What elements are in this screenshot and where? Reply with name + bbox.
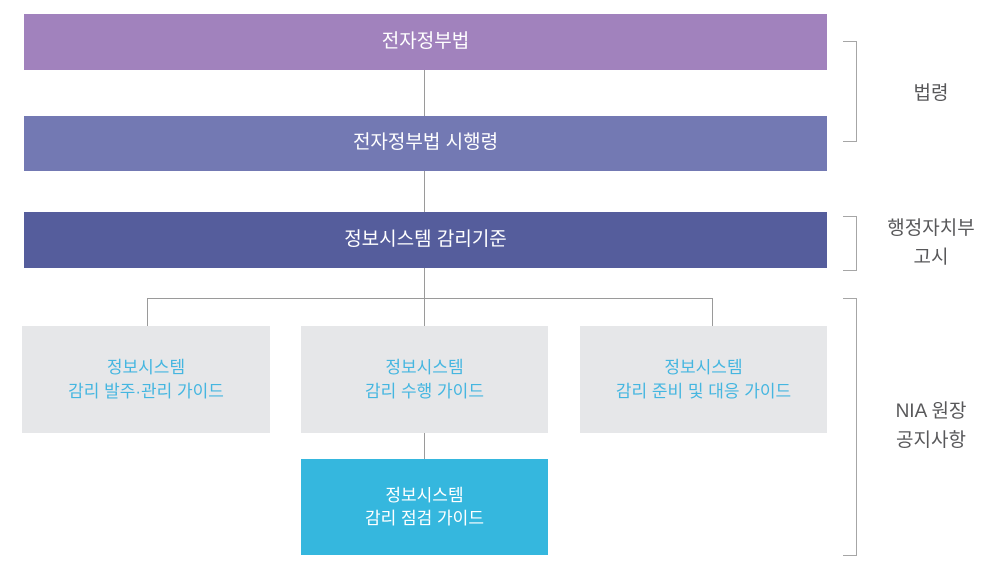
- node-egov-law[interactable]: 전자정부법: [24, 14, 827, 70]
- group-label-nia-line1: NIA 원장: [895, 401, 967, 422]
- connector-standard-down: [424, 268, 425, 299]
- group-label-law: 법령: [866, 80, 996, 109]
- connector-drop-middle: [424, 299, 425, 326]
- node-guide-exec-line2: 감리 수행 가이드: [365, 381, 484, 401]
- node-guide-prep-line1: 정보시스템: [664, 358, 743, 378]
- connector-split-bar: [147, 298, 713, 299]
- group-label-nia: NIA 원장 공지사항: [866, 398, 996, 455]
- node-guide-order-line2: 감리 발주·관리 가이드: [68, 381, 224, 401]
- node-guide-check-line2: 감리 점검 가이드: [365, 509, 484, 528]
- node-guide-order-management[interactable]: 정보시스템 감리 발주·관리 가이드: [22, 326, 270, 433]
- node-guide-prep-line2: 감리 준비 및 대응 가이드: [615, 381, 792, 401]
- group-label-law-line1: 법령: [913, 83, 949, 104]
- node-guide-execution[interactable]: 정보시스템 감리 수행 가이드: [301, 326, 548, 433]
- node-audit-standard[interactable]: 정보시스템 감리기준: [24, 212, 827, 268]
- group-label-notice: 행정자치부 고시: [866, 215, 996, 272]
- node-egov-law-label: 전자정부법: [381, 30, 470, 52]
- connector-drop-right: [712, 299, 713, 326]
- connector-law-to-decree: [424, 70, 425, 116]
- bracket-notice-group: [843, 216, 857, 271]
- group-label-notice-line1: 행정자치부: [887, 218, 975, 239]
- node-guide-preparation-response[interactable]: 정보시스템 감리 준비 및 대응 가이드: [580, 326, 827, 433]
- node-guide-exec-line1: 정보시스템: [385, 358, 464, 378]
- node-guide-check-line1: 정보시스템: [385, 485, 464, 505]
- node-egov-decree-label: 전자정부법 시행령: [352, 132, 499, 154]
- bracket-nia-group: [843, 298, 857, 556]
- node-audit-standard-label: 정보시스템 감리기준: [344, 228, 507, 250]
- group-label-notice-line2: 고시: [913, 246, 949, 268]
- connector-decree-to-standard: [424, 171, 425, 212]
- bracket-law-group: [843, 41, 857, 142]
- connector-exec-to-check: [424, 433, 425, 459]
- node-guide-order-line1: 정보시스템: [106, 358, 186, 378]
- connector-drop-left: [147, 299, 148, 326]
- node-guide-checklist[interactable]: 정보시스템 감리 점검 가이드: [301, 459, 548, 555]
- node-egov-decree[interactable]: 전자정부법 시행령: [24, 116, 827, 171]
- group-label-nia-line2: 공지사항: [896, 429, 966, 451]
